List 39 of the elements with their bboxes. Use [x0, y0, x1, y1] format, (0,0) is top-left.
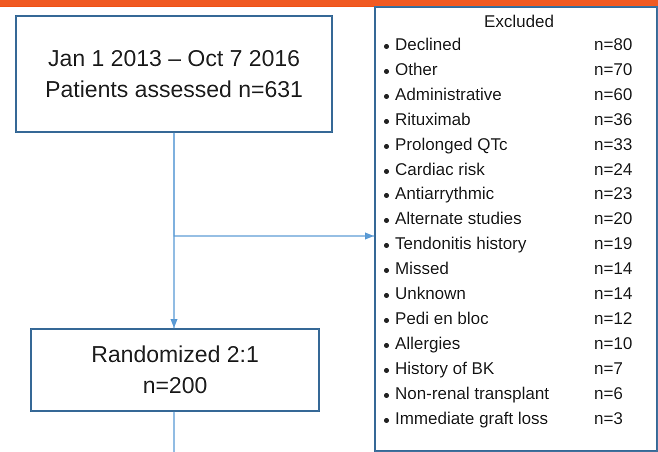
- count-value: n=10: [594, 334, 632, 354]
- reason-text: Missed: [395, 259, 449, 280]
- reason-text: History of BK: [395, 358, 494, 379]
- reason-text: Allergies: [395, 334, 460, 354]
- count-value: n=70: [594, 60, 632, 80]
- connector-arrow: [170, 133, 178, 328]
- count-value: n=80: [594, 35, 632, 55]
- box-text: Randomized 2:1 n=200: [90, 340, 260, 400]
- reason-text: Pedi en bloc: [395, 308, 489, 329]
- count-value: n=7: [594, 358, 623, 379]
- count-value: n=23: [594, 184, 632, 204]
- count-value: n=19: [594, 234, 632, 254]
- count-value: n=33: [594, 134, 632, 155]
- count-value: n=24: [594, 160, 632, 180]
- reason-text: Unknown: [395, 284, 466, 304]
- reason-text: Declined: [395, 35, 462, 55]
- count-value: n=12: [594, 308, 632, 329]
- reason-text: Rituximab: [395, 110, 471, 130]
- reason-text: Alternate studies: [395, 209, 522, 230]
- count-value: n=60: [594, 84, 632, 105]
- reason-text: Administrative: [395, 84, 502, 105]
- count-value: n=20: [594, 209, 632, 230]
- flow-box: [30, 328, 320, 412]
- reason-text: Non-renal transplant: [395, 384, 550, 404]
- reason-text: Immediate graft loss: [395, 408, 548, 428]
- count-value: n=14: [594, 284, 632, 304]
- reason-text: Other: [395, 60, 438, 80]
- count-value: n=3: [594, 408, 623, 428]
- reason-text: Tendonitis history: [395, 234, 526, 254]
- box-text: Jan 1 2013 – Oct 7 2016 Patients assessed n=631: [44, 44, 304, 104]
- reason-text: Antiarrythmic: [395, 184, 494, 204]
- count-value: n=36: [594, 110, 632, 130]
- count-value: n=6: [594, 384, 623, 404]
- reason-text: Cardiac risk: [395, 160, 485, 180]
- flow-box: [15, 15, 333, 133]
- flow-box: [374, 6, 658, 452]
- count-value: n=14: [594, 259, 632, 280]
- reason-text: Prolonged QTc: [395, 134, 508, 155]
- box-heading: Excluded: [483, 12, 555, 32]
